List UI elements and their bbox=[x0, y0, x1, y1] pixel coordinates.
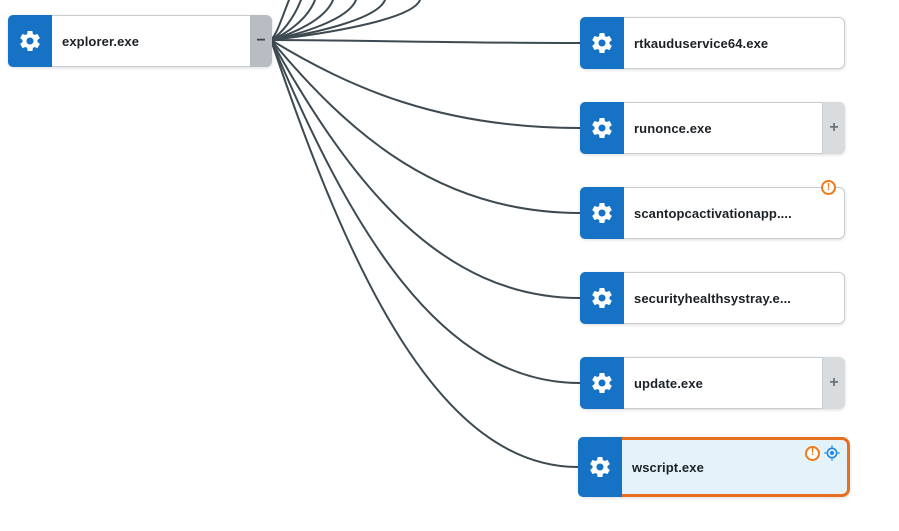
process-node-update[interactable]: update.exe + bbox=[580, 357, 845, 409]
process-label: securityhealthsystray.e... bbox=[634, 290, 791, 306]
process-label: wscript.exe bbox=[632, 459, 704, 475]
process-node-runonce[interactable]: runonce.exe + bbox=[580, 102, 845, 154]
process-node-scantopcactivationapp[interactable]: ! scantopcactivationapp.... bbox=[580, 180, 845, 239]
process-node-securityhealthsystray[interactable]: securityhealthsystray.e... bbox=[580, 272, 845, 324]
process-label: runonce.exe bbox=[634, 120, 712, 136]
process-node-rtkauduservice64[interactable]: rtkauduservice64.exe bbox=[580, 17, 845, 69]
expand-button[interactable]: + bbox=[822, 102, 845, 154]
node-badges: ! bbox=[805, 445, 840, 461]
process-gear-icon bbox=[580, 102, 624, 154]
process-gear-icon bbox=[578, 437, 622, 497]
process-gear-icon bbox=[580, 357, 624, 409]
process-label: update.exe bbox=[634, 375, 703, 391]
process-gear-icon bbox=[8, 15, 52, 67]
process-gear-icon bbox=[580, 272, 624, 324]
edge bbox=[270, 39, 581, 299]
expand-button[interactable]: + bbox=[822, 357, 845, 409]
collapse-button[interactable]: − bbox=[250, 15, 272, 67]
process-label: rtkauduservice64.exe bbox=[634, 35, 769, 51]
process-node-wscript[interactable]: ! wscript.exe bbox=[578, 437, 850, 497]
process-gear-icon bbox=[580, 17, 624, 69]
process-node-explorer[interactable]: explorer.exe − bbox=[8, 15, 272, 67]
edge bbox=[270, 0, 421, 41]
edge bbox=[270, 39, 581, 214]
process-label: explorer.exe bbox=[62, 33, 140, 49]
edge bbox=[270, 39, 581, 129]
edge bbox=[270, 39, 579, 468]
warning-icon: ! bbox=[805, 445, 820, 461]
edge bbox=[270, 39, 581, 44]
process-label: scantopcactivationapp.... bbox=[634, 205, 792, 221]
process-gear-icon bbox=[580, 187, 624, 239]
target-icon bbox=[824, 445, 840, 461]
warning-icon: ! bbox=[821, 180, 836, 195]
edge bbox=[270, 39, 581, 384]
